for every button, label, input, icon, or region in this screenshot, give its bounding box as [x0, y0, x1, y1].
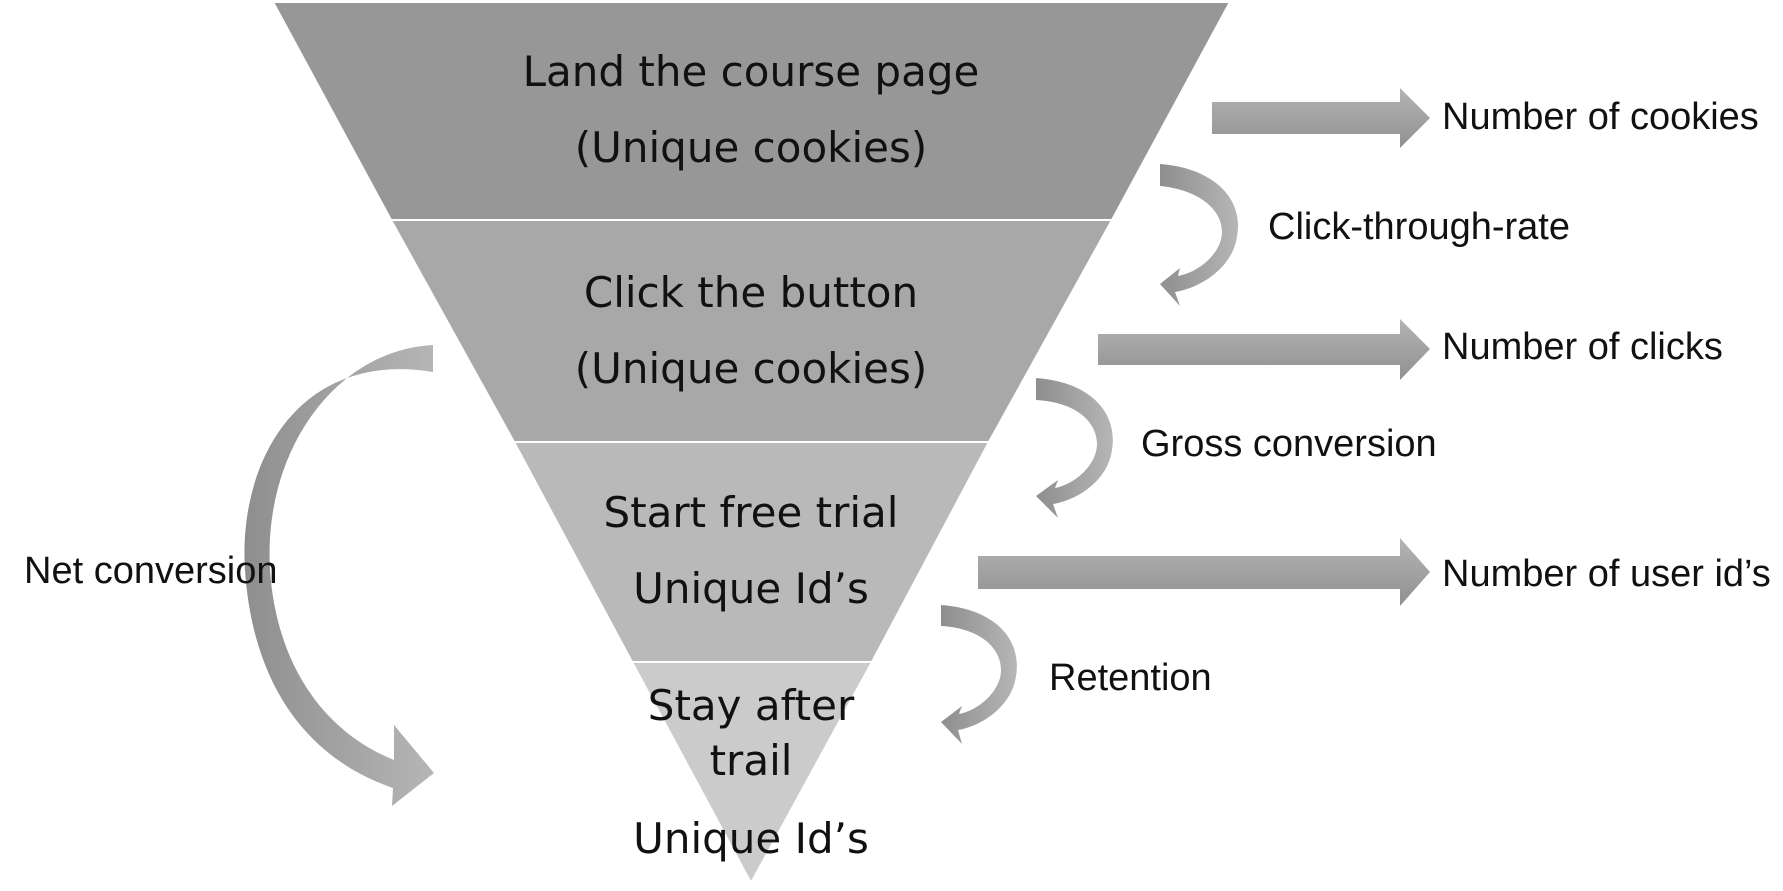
stage-1-subtitle: (Unique cookies) — [575, 123, 927, 172]
stage-4-subtitle: Unique Id’s — [633, 814, 869, 863]
label-net-conversion: Net conversion — [24, 550, 277, 592]
net-conversion-arrow-icon — [244, 345, 434, 806]
label-number-of-user-ids: Number of user id’s — [1442, 553, 1771, 595]
label-number-of-cookies: Number of cookies — [1442, 96, 1759, 138]
label-retention: Retention — [1049, 657, 1212, 699]
stage-3-subtitle: Unique Id’s — [633, 564, 869, 613]
curved-arrow-icon — [1160, 164, 1239, 306]
funnel-stage-3 — [512, 441, 991, 663]
funnel-stage-1 — [271, 1, 1232, 221]
curved-arrow-icon — [1036, 378, 1113, 518]
stage-2-subtitle: (Unique cookies) — [575, 344, 927, 393]
arrow-right-icon — [978, 538, 1430, 606]
stage-4-title-line1: Stay after — [648, 681, 855, 730]
stage-3-title: Start free trial — [604, 488, 899, 537]
funnel-stage-4 — [630, 661, 874, 886]
label-number-of-clicks: Number of clicks — [1442, 326, 1723, 368]
label-gross-conversion: Gross conversion — [1141, 423, 1437, 465]
arrow-right-icon — [1212, 88, 1430, 148]
curved-arrow-icon — [941, 605, 1017, 744]
stage-4-title-line2: trail — [710, 736, 793, 785]
funnel-stage-2 — [389, 219, 1114, 443]
stage-1-title: Land the course page — [523, 47, 980, 96]
stage-2-title: Click the button — [584, 268, 918, 317]
label-click-through-rate: Click-through-rate — [1268, 206, 1570, 248]
arrow-right-icon — [1098, 319, 1430, 380]
